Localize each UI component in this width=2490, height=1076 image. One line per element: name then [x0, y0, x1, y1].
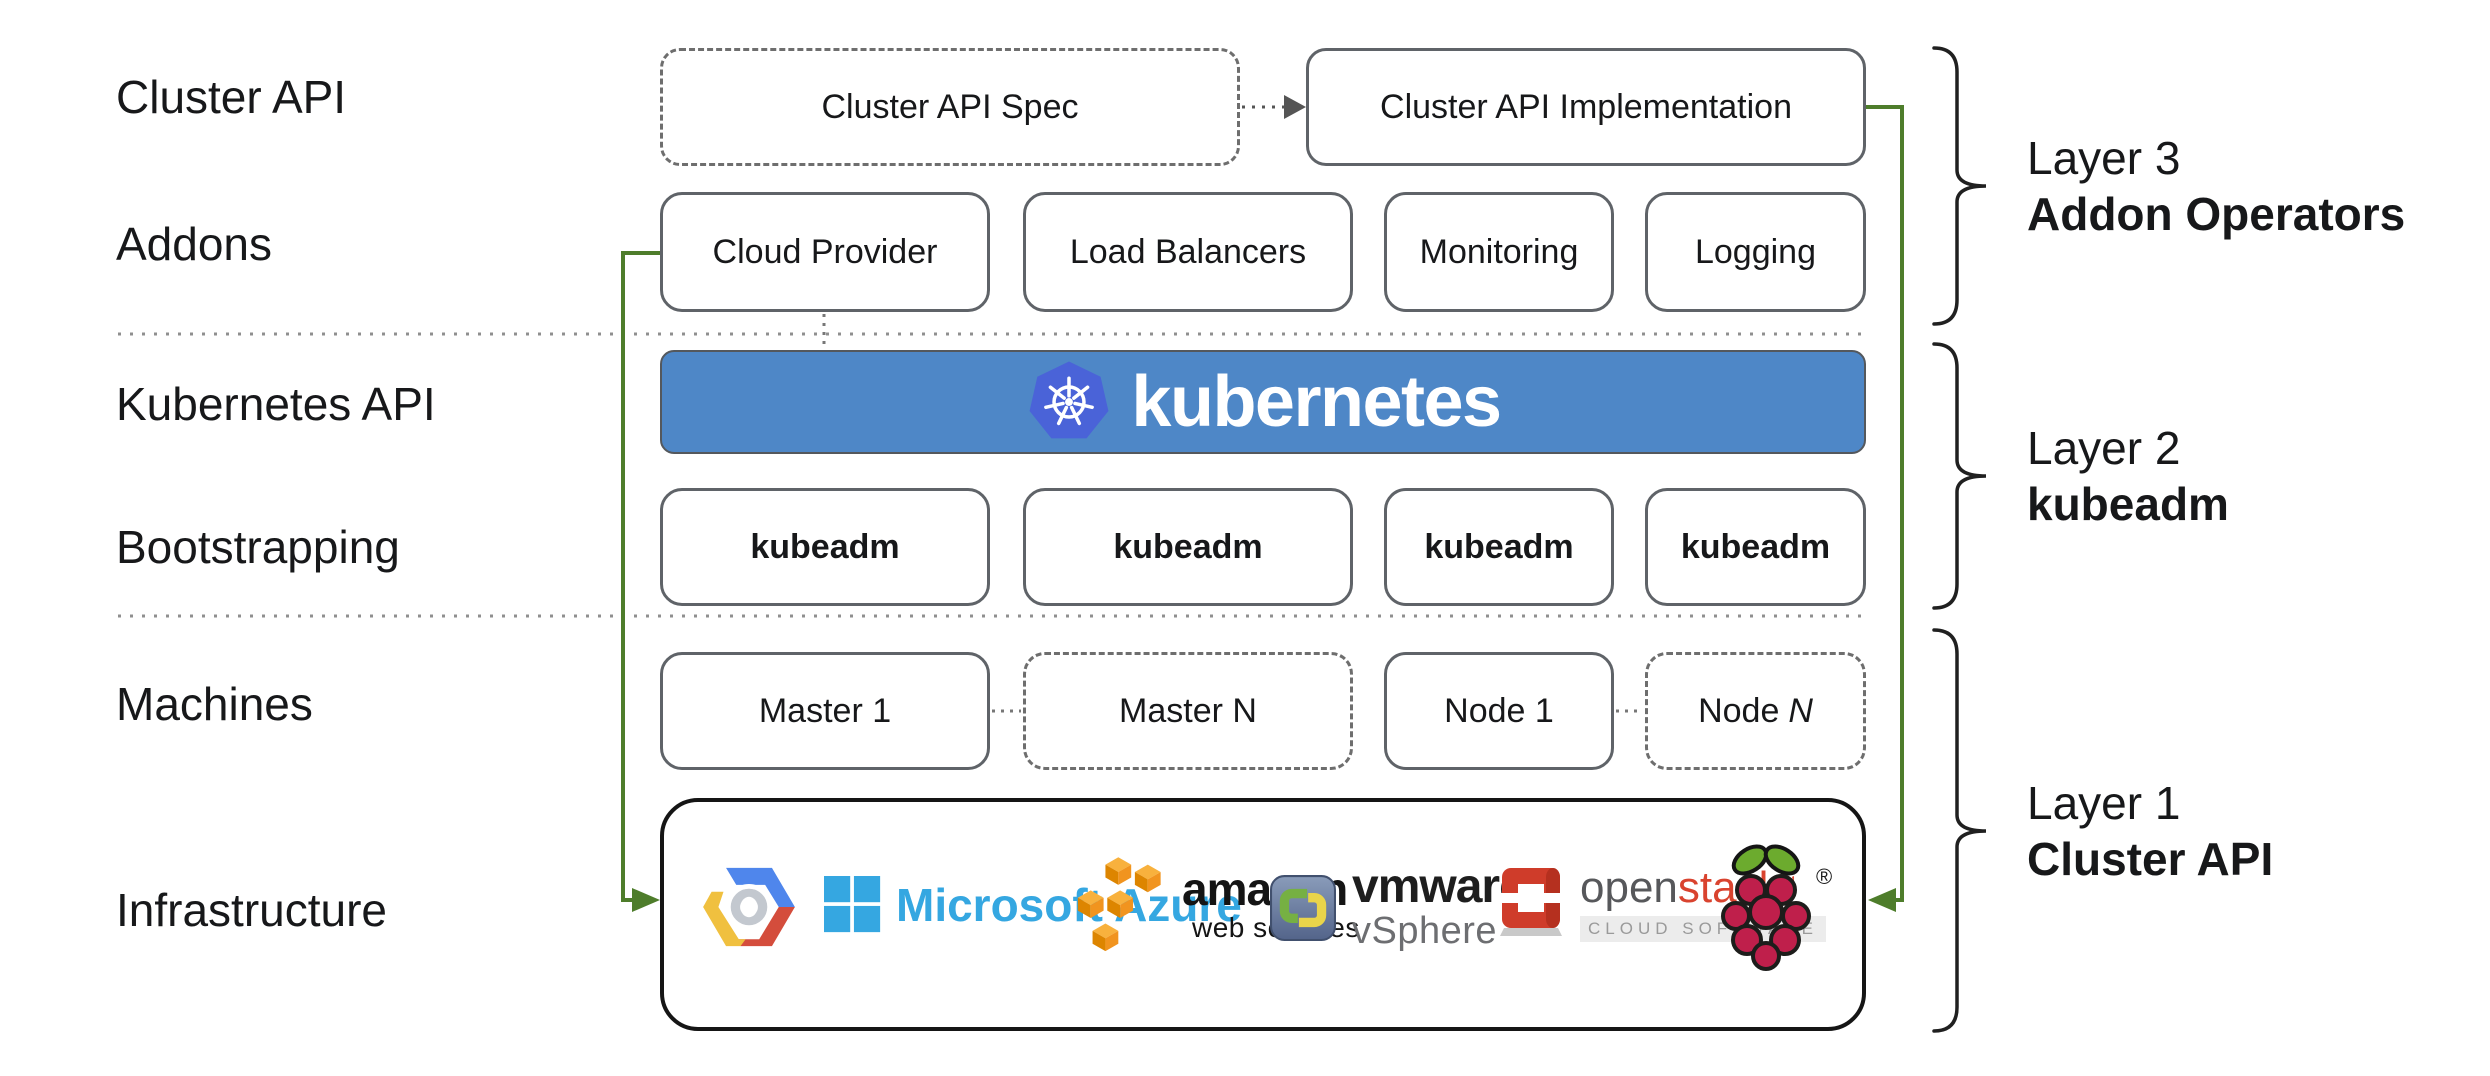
kubeadm-box-4: kubeadm — [1645, 488, 1866, 606]
layer3-annotation: Layer 3 Addon Operators — [2027, 130, 2405, 242]
row-label-bootstrapping: Bootstrapping — [116, 521, 400, 573]
cluster-api-implementation-box: Cluster API Implementation — [1306, 48, 1866, 166]
layer3-subtitle: Addon Operators — [2027, 188, 2406, 240]
cluster-api-spec-box: Cluster API Spec — [660, 48, 1240, 166]
vmware-icon — [1270, 875, 1336, 942]
raspberry-pi-logo: ® — [1720, 838, 1832, 976]
raspberry-pi-icon — [1721, 844, 1811, 971]
layer2-subtitle: kubeadm — [2027, 478, 2229, 530]
kubeadm-box-1: kubeadm — [660, 488, 990, 606]
layer3-bracket — [1932, 46, 1987, 326]
microsoft-azure-logo: Microsoft Azure — [824, 876, 1242, 934]
layer2-title: Layer 2 — [2027, 422, 2181, 474]
node-n-variable: N — [1788, 691, 1813, 730]
aws-cubes-icon — [1077, 857, 1161, 952]
layer1-bracket — [1932, 628, 1987, 1033]
google-cloud-logo — [698, 860, 800, 954]
raspberry-pi-registered-mark: ® — [1816, 864, 1833, 889]
kubernetes-wordmark: kubernetes — [1131, 362, 1502, 442]
node-n-prefix: Node — [1698, 691, 1780, 730]
cloudprovider-to-infrastructure-arrowhead — [632, 888, 660, 912]
layer3-title: Layer 3 — [2027, 132, 2181, 184]
azure-wordmark: Microsoft Azure — [896, 879, 1242, 931]
addon-box-monitoring: Monitoring — [1384, 192, 1614, 312]
kubernetes-wheel-icon — [1029, 361, 1109, 439]
kubeadm-box-2: kubeadm — [1023, 488, 1353, 606]
addon-box-cloud-provider: Cloud Provider — [660, 192, 990, 312]
openstack-icon — [1496, 868, 1566, 936]
layer2-bracket — [1932, 342, 1987, 610]
row-label-infrastructure: Infrastructure — [116, 884, 387, 936]
machine-box-node-1: Node 1 — [1384, 652, 1614, 770]
addon-box-load-balancers: Load Balancers — [1023, 192, 1353, 312]
row-label-kubernetes-api: Kubernetes API — [116, 378, 436, 430]
google-cloud-icon — [703, 867, 795, 947]
implementation-to-infrastructure-arrowhead — [1868, 888, 1896, 912]
spec-to-implementation-arrowhead — [1284, 95, 1306, 119]
layer2-annotation: Layer 2 kubeadm — [2027, 420, 2229, 532]
layer1-subtitle: Cluster API — [2027, 833, 2274, 885]
kubeadm-box-3: kubeadm — [1384, 488, 1614, 606]
row-label-machines: Machines — [116, 678, 313, 730]
machine-box-master-1: Master 1 — [660, 652, 990, 770]
kubernetes-banner: kubernetes — [660, 350, 1866, 454]
microsoft-window-icon — [824, 876, 881, 933]
layer1-annotation: Layer 1 Cluster API — [2027, 775, 2273, 887]
machine-box-master-n: Master N — [1023, 652, 1353, 770]
machine-box-node-n: Node N — [1645, 652, 1866, 770]
row-label-addons: Addons — [116, 218, 273, 270]
cloudprovider-to-infrastructure-green-line — [621, 251, 660, 902]
infrastructure-providers-box: Microsoft Azure amazon web ser — [660, 798, 1866, 1031]
addon-box-logging: Logging — [1645, 192, 1866, 312]
vsphere-label: vSphere — [1352, 909, 1498, 952]
openstack-wordmark-open: open — [1580, 863, 1678, 912]
layer1-title: Layer 1 — [2027, 777, 2181, 829]
row-label-cluster-api: Cluster API — [116, 71, 347, 123]
implementation-to-infrastructure-green-line — [1866, 105, 1904, 902]
